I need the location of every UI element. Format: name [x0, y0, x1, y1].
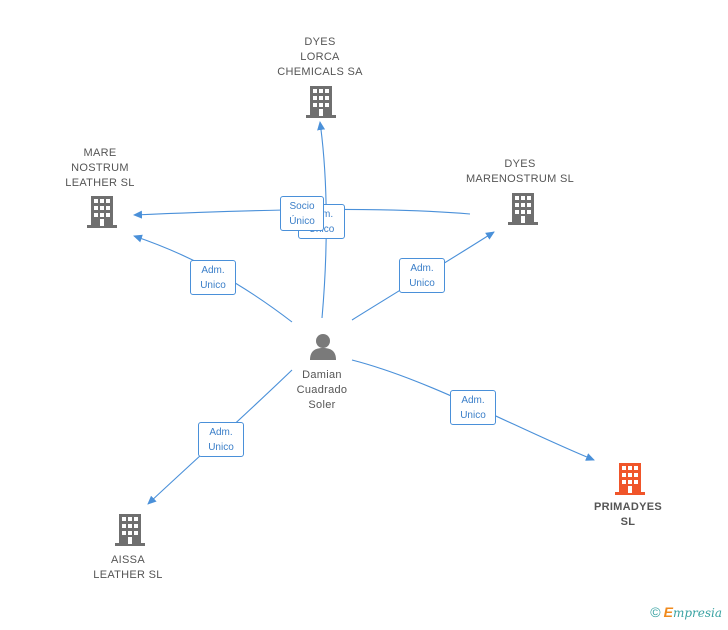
edge-label-line: Adm. — [410, 263, 434, 274]
label-line: NOSTRUM — [71, 162, 129, 174]
building-icon-primadyes[interactable] — [615, 463, 645, 495]
node-label-mare-nostrum[interactable]: MARE NOSTRUM LEATHER SL — [50, 146, 150, 191]
node-label-dyes-lorca[interactable]: DYES LORCA CHEMICALS SA — [270, 35, 370, 80]
node-label-primadyes[interactable]: PRIMADYES SL — [578, 500, 678, 530]
label-line: SL — [620, 516, 636, 528]
label-line: MARENOSTRUM SL — [465, 173, 575, 185]
label-line: Soler — [308, 399, 336, 411]
copyright-icon: © — [650, 604, 661, 620]
edge-label-line: Adm. — [201, 265, 225, 276]
edge-label-line: Único — [289, 216, 315, 227]
edge-label-adm-unico-mare: Adm. Unico — [190, 260, 236, 295]
label-line: DYES — [304, 36, 336, 48]
edge-label-adm-unico-marenostrum: Adm. Unico — [399, 258, 445, 293]
label-line: LORCA — [300, 51, 340, 63]
edge-label-line: Adm. — [461, 395, 485, 406]
edge-label-adm-unico-aissa: Adm. Unico — [198, 422, 244, 457]
brand-logo: Empresia — [664, 604, 722, 620]
footer-brand[interactable]: © Empresia — [650, 604, 722, 620]
edge-label-adm-unico-primadyes: Adm. Unico — [450, 390, 496, 425]
label-line: AISSA — [111, 554, 145, 566]
edge-label-line: Socio — [289, 201, 315, 212]
node-label-dyes-marenostrum[interactable]: DYES MARENOSTRUM SL — [460, 157, 580, 187]
label-line: LEATHER SL — [65, 177, 135, 189]
node-label-aissa[interactable]: AISSA LEATHER SL — [78, 553, 178, 583]
brand-name: mpresia — [672, 606, 722, 620]
edge-label-socio-unico: Socio Único — [280, 196, 324, 231]
person-icon[interactable] — [310, 334, 336, 360]
edge-label-line: Unico — [460, 410, 486, 421]
building-icon-dyes-marenostrum[interactable] — [508, 193, 538, 225]
edge-label-line: Unico — [208, 442, 234, 453]
label-line: PRIMADYES — [593, 501, 663, 513]
brand-initial: E — [663, 604, 673, 620]
building-icon-aissa[interactable] — [115, 514, 145, 546]
node-label-person[interactable]: Damian Cuadrado Soler — [272, 368, 372, 413]
label-line: MARE — [83, 147, 117, 159]
label-line: LEATHER SL — [93, 569, 163, 581]
edge-label-line: Unico — [409, 278, 435, 289]
edge-label-line: Unico — [200, 280, 226, 291]
building-icon-mare-nostrum[interactable] — [87, 196, 117, 228]
label-line: DYES — [504, 158, 536, 170]
edge-label-line: Adm. — [209, 427, 233, 438]
label-line: CHEMICALS SA — [277, 66, 363, 78]
label-line: Cuadrado — [296, 384, 348, 396]
label-line: Damian — [302, 369, 342, 381]
building-icon-dyes-lorca[interactable] — [306, 86, 336, 118]
